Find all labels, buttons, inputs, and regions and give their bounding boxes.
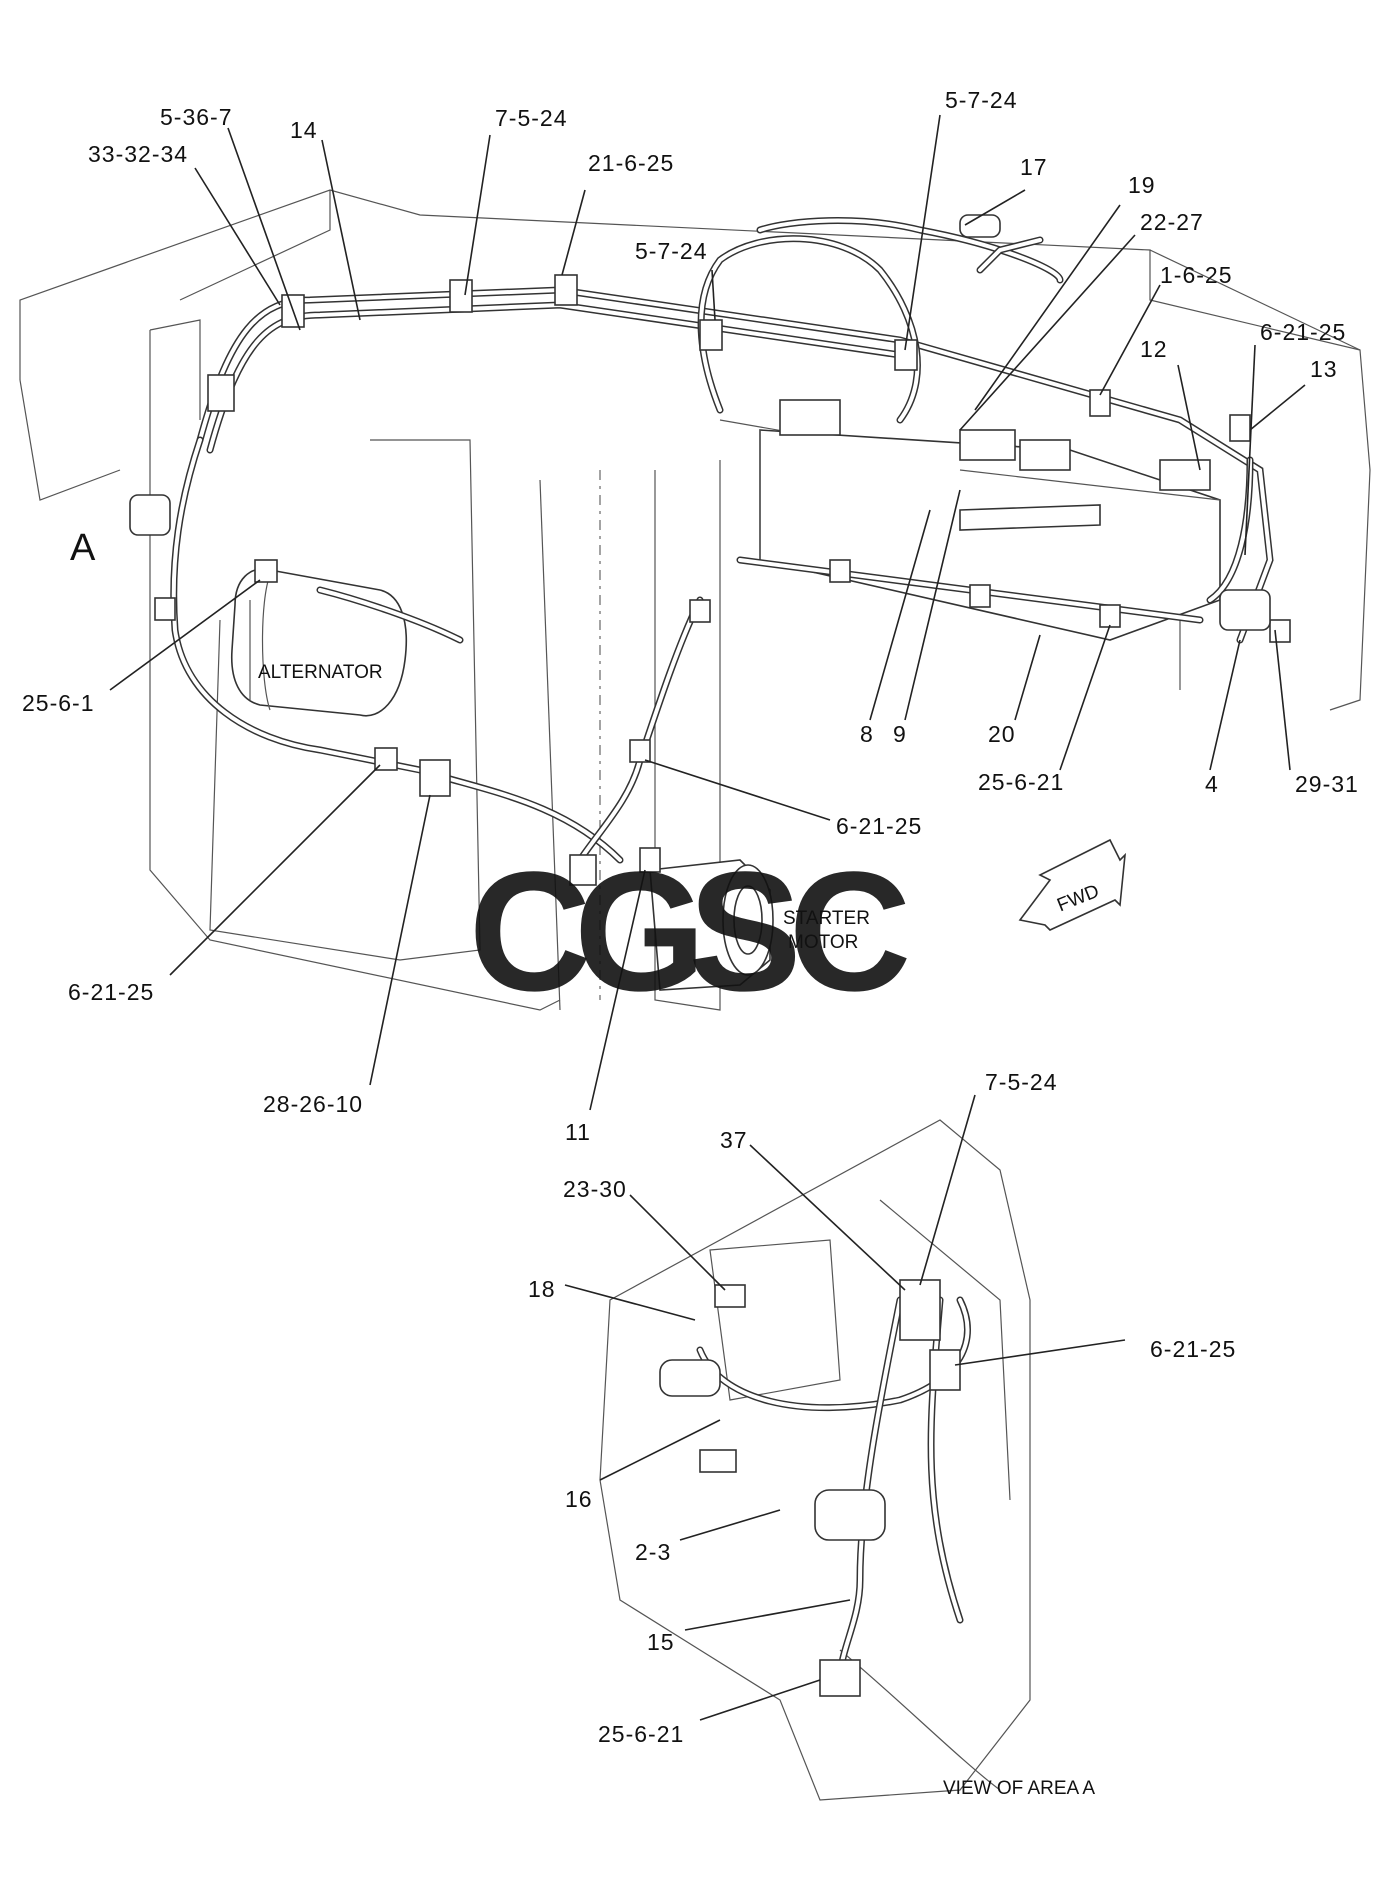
- callout-2-3: 2-3: [635, 1539, 671, 1565]
- callout-12: 12: [1140, 336, 1168, 362]
- callout-5-7-24-b: 5-7-24: [945, 87, 1017, 113]
- bracket: [699, 1449, 737, 1473]
- callout-37: 37: [720, 1127, 748, 1153]
- starter-label-line1: STARTER: [783, 908, 870, 929]
- clip: [714, 1284, 746, 1308]
- fwd-arrow-icon: FWD: [1018, 838, 1127, 931]
- callout-6-21-25-tr: 6-21-25: [1260, 319, 1346, 345]
- starter-label-line2: MOTOR: [788, 932, 858, 953]
- callout-28-26-10: 28-26-10: [263, 1091, 363, 1117]
- callout-7-5-24-top: 7-5-24: [495, 105, 567, 131]
- callout-20: 20: [988, 721, 1016, 747]
- clip: [689, 599, 711, 623]
- clip: [929, 1349, 961, 1391]
- clip: [129, 494, 171, 536]
- callout-29-31: 29-31: [1295, 771, 1359, 797]
- callout-22-27: 22-27: [1140, 209, 1204, 235]
- callout-6-21-25-view: 6-21-25: [1150, 1336, 1236, 1362]
- clips: [129, 214, 1291, 886]
- callout-1-6-25: 1-6-25: [1160, 262, 1232, 288]
- clip: [699, 319, 723, 351]
- callout-14: 14: [290, 117, 318, 143]
- view-of-area-label: VIEW OF AREA A: [943, 1778, 1095, 1799]
- leader-lines: [109, 114, 1306, 1721]
- watermark-letter: C: [469, 837, 592, 1027]
- callout-25-6-21-mid: 25-6-21: [978, 769, 1064, 795]
- frame-outline: [19, 189, 1371, 1011]
- callout-a: A: [70, 527, 96, 569]
- callout-labels: 5-36-7 33-32-34 14 7-5-24 21-6-25 5-7-24…: [22, 87, 1359, 1799]
- watermark-letter: C: [789, 837, 912, 1027]
- callout-16: 16: [565, 1486, 593, 1512]
- callout-25-6-21-view: 25-6-21: [598, 1721, 684, 1747]
- connector: [1219, 589, 1271, 631]
- callout-15: 15: [647, 1629, 675, 1655]
- callout-23-30: 23-30: [563, 1176, 627, 1202]
- connector: [959, 214, 1001, 238]
- clip: [629, 739, 651, 763]
- clip: [207, 374, 235, 412]
- callout-5-36-7: 5-36-7: [160, 104, 232, 130]
- clip: [899, 1279, 941, 1341]
- alternator-label: ALTERNATOR: [258, 662, 383, 683]
- callout-5-7-24-a: 5-7-24: [635, 238, 707, 264]
- watermark-letter: S: [688, 837, 801, 1027]
- callout-6-21-25-left: 6-21-25: [68, 979, 154, 1005]
- clip: [419, 759, 451, 797]
- clip: [154, 597, 176, 621]
- callout-11: 11: [565, 1119, 591, 1145]
- callout-18: 18: [528, 1276, 556, 1302]
- inset-view: [599, 1119, 1031, 1801]
- callout-21-6-25: 21-6-25: [588, 150, 674, 176]
- clip: [1089, 389, 1111, 417]
- callout-4: 4: [1205, 771, 1219, 797]
- callout-9: 9: [893, 721, 907, 747]
- callout-13: 13: [1310, 356, 1338, 382]
- clip: [639, 847, 661, 873]
- callout-7-5-24-view: 7-5-24: [985, 1069, 1057, 1095]
- clip: [254, 559, 278, 583]
- clip: [829, 559, 851, 583]
- clip: [969, 584, 991, 608]
- callout-33-32-34: 33-32-34: [88, 141, 188, 167]
- watermark-letter: G: [574, 837, 706, 1027]
- starter-motor: [649, 859, 774, 991]
- callout-8: 8: [860, 721, 874, 747]
- callout-6-21-25-mid: 6-21-25: [836, 813, 922, 839]
- clip: [374, 747, 398, 771]
- callout-25-6-1: 25-6-1: [22, 690, 94, 716]
- connector: [814, 1489, 886, 1541]
- clip: [1099, 604, 1121, 628]
- callout-19: 19: [1128, 172, 1156, 198]
- clip: [819, 1659, 861, 1697]
- clip: [449, 279, 473, 313]
- clip: [1269, 619, 1291, 643]
- callout-17: 17: [1020, 154, 1048, 180]
- clip: [1229, 414, 1251, 442]
- clip: [554, 274, 578, 306]
- bracket: [659, 1359, 721, 1397]
- clip: [569, 854, 597, 886]
